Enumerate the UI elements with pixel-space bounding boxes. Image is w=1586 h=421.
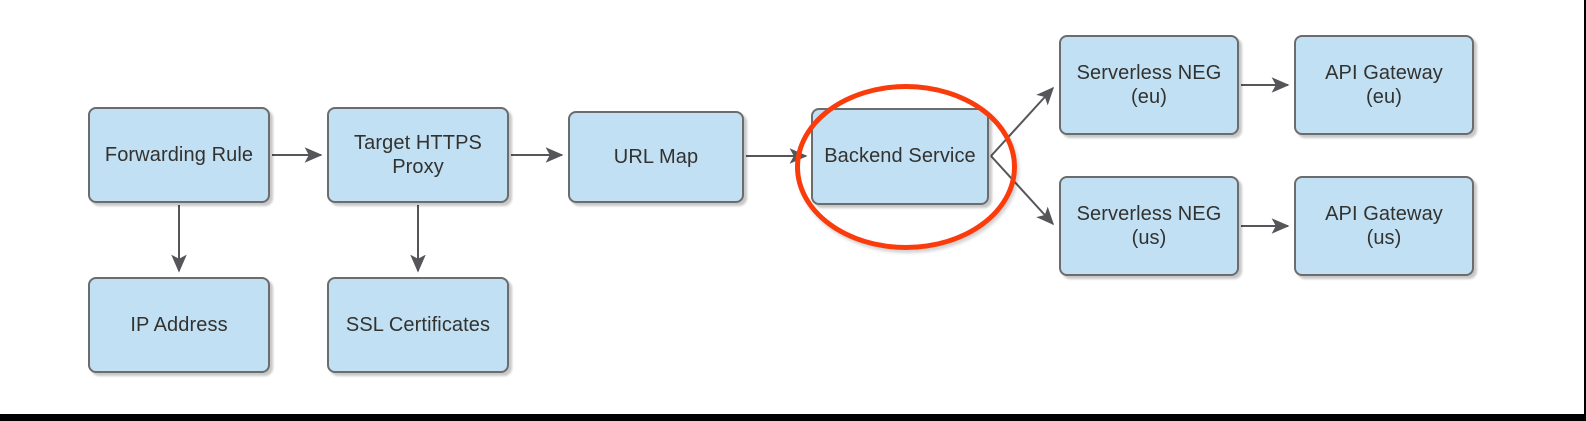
node-serverless-neg-us[interactable]: Serverless NEG (us) xyxy=(1059,176,1239,276)
node-api-gateway-eu[interactable]: API Gateway (eu) xyxy=(1294,35,1474,135)
node-label-api-gateway-us: API Gateway (us) xyxy=(1325,202,1443,249)
node-ssl-certificates[interactable]: SSL Certificates xyxy=(327,277,509,373)
node-url-map[interactable]: URL Map xyxy=(568,111,744,203)
node-api-gateway-us[interactable]: API Gateway (us) xyxy=(1294,176,1474,276)
node-label-serverless-neg-eu: Serverless NEG (eu) xyxy=(1076,61,1222,108)
node-label-ip-address: IP Address xyxy=(130,313,228,336)
node-forwarding-rule[interactable]: Forwarding Rule xyxy=(88,107,270,203)
node-target-https-proxy[interactable]: Target HTTPS Proxy xyxy=(327,107,509,203)
node-label-ssl-certificates: SSL Certificates xyxy=(345,313,491,336)
node-label-target-https-proxy: Target HTTPS Proxy xyxy=(354,131,482,178)
node-label-api-gateway-eu: API Gateway (eu) xyxy=(1325,61,1443,108)
node-label-serverless-neg-us: Serverless NEG (us) xyxy=(1076,202,1222,249)
node-serverless-neg-eu[interactable]: Serverless NEG (eu) xyxy=(1059,35,1239,135)
node-label-url-map: URL Map xyxy=(613,145,699,168)
node-ip-address[interactable]: IP Address xyxy=(88,277,270,373)
node-label-forwarding-rule: Forwarding Rule xyxy=(104,143,254,166)
backend-service-highlight-ellipse xyxy=(795,84,1017,250)
